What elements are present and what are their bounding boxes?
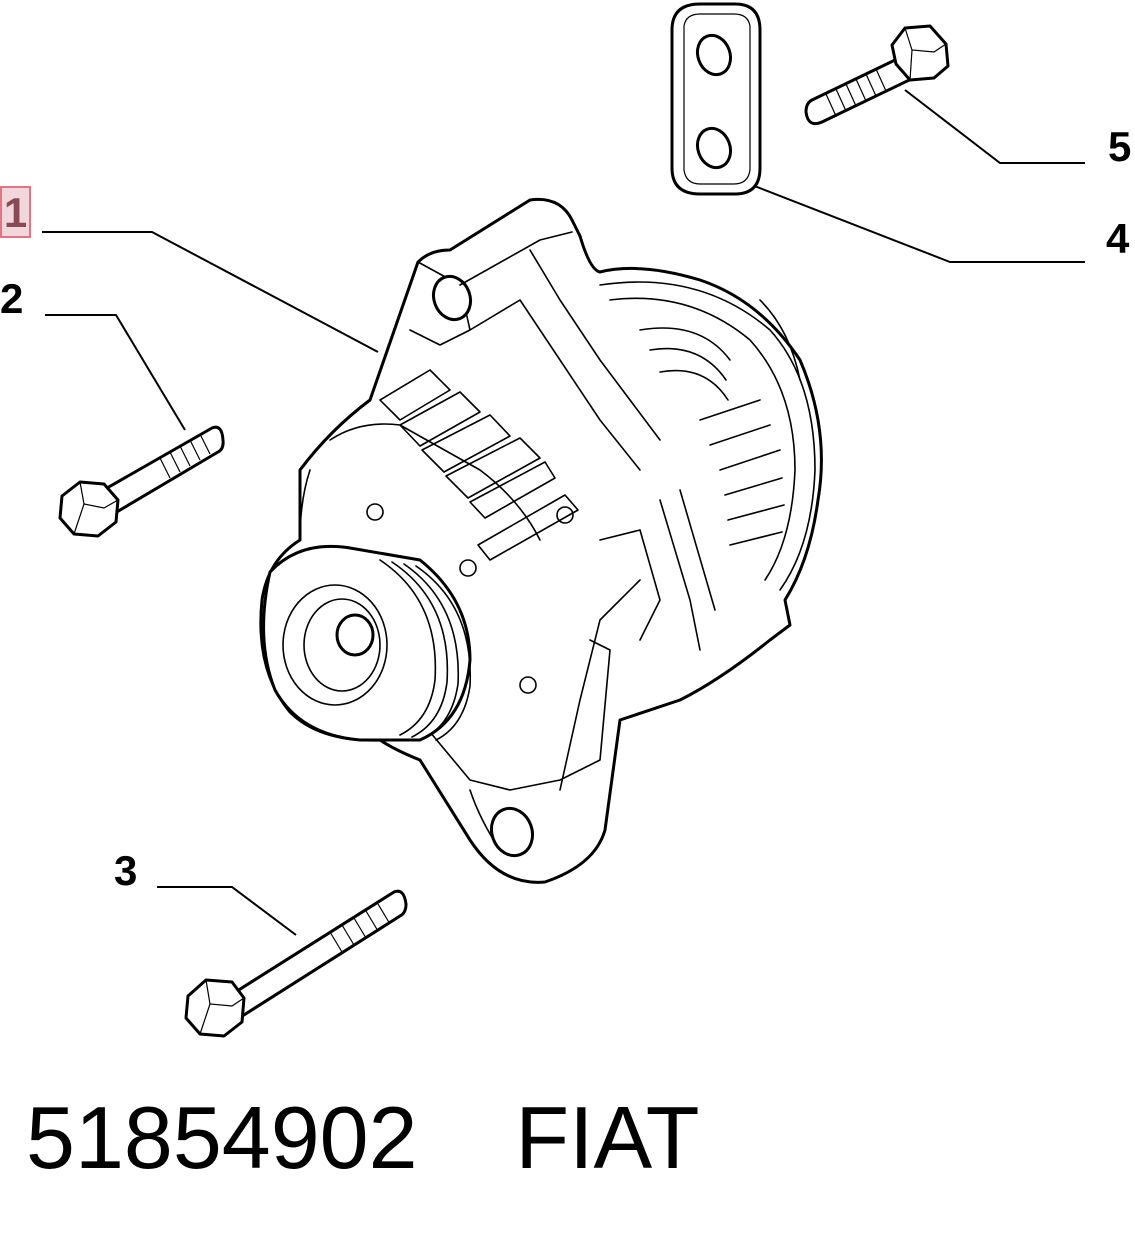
alternator[interactable]: [259, 197, 823, 884]
leader-line-1: [42, 231, 379, 353]
bolt-3[interactable]: [184, 889, 408, 1038]
bolt-3-threads: [329, 903, 391, 953]
bracket-plate[interactable]: [670, 2, 762, 196]
leader-line-5: [904, 89, 1085, 164]
callout-4[interactable]: 4: [1106, 215, 1130, 262]
callout-1-highlighted[interactable]: 1: [0, 186, 31, 238]
pulley-grooves: [379, 559, 472, 741]
bolt-5[interactable]: [804, 24, 950, 126]
bolt-2-threads: [159, 433, 211, 479]
callout-5[interactable]: 5: [1108, 123, 1132, 170]
leader-lines: [42, 89, 1085, 936]
callout-2[interactable]: 2: [0, 275, 24, 322]
part-caption: 51854902 FIAT: [26, 1088, 700, 1187]
leader-line-3: [157, 886, 297, 936]
leader-line-2: [45, 314, 186, 431]
leader-line-4: [751, 184, 1085, 263]
bolt-2[interactable]: [58, 425, 225, 538]
bolt-5-threads: [825, 68, 887, 117]
cooling-fins: [379, 327, 785, 546]
callout-3[interactable]: 3: [114, 847, 138, 894]
